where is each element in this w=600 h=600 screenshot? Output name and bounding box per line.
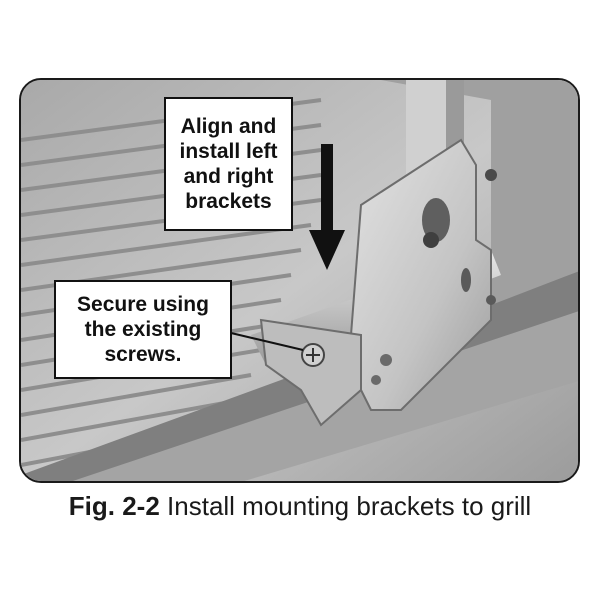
callout-secure-screws: Secure using the existing screws. [54,280,232,379]
screw-icon [301,343,325,367]
callout-align-install: Align and install left and right bracket… [164,97,293,231]
figure-caption-text: Install mounting brackets to grill [167,491,532,521]
figure-label: Fig. 2-2 [68,491,160,521]
callout-leader-line [230,332,304,351]
figure-caption: Fig. 2-2 Install mounting brackets to gr… [0,488,600,524]
photo-frame: Align and install left and right bracket… [19,78,580,483]
down-arrow-icon [309,144,345,270]
